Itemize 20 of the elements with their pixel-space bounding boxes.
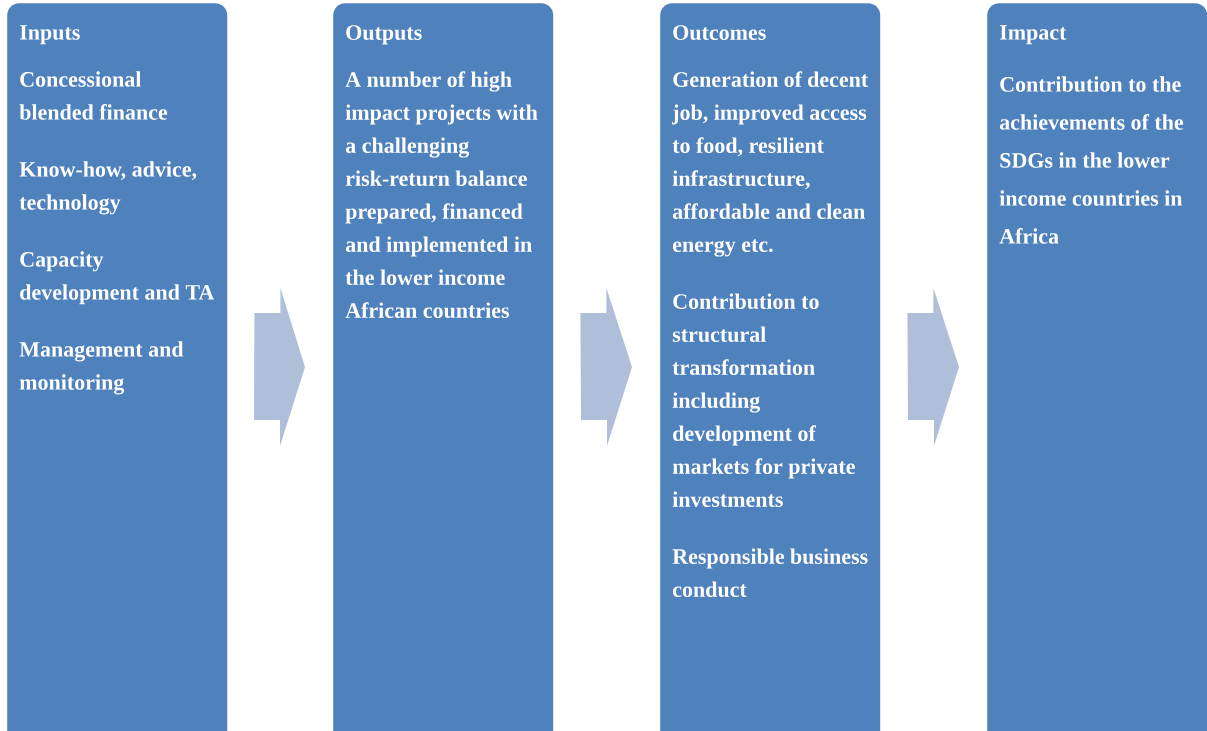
item-text: Concessional blended finance — [19, 71, 168, 120]
column-box — [7, 3, 228, 731]
column-box — [333, 3, 554, 731]
column-heading: Outcomes — [673, 25, 766, 41]
column-heading: Impact — [999, 25, 1067, 45]
arrow — [254, 288, 305, 446]
item-text: A number of high impact projects with a challenging risk-return balance prepared, financed and implemented in the lower income African countries — [345, 71, 538, 319]
column-heading: Outputs — [346, 25, 422, 45]
arrow — [580, 288, 632, 446]
item-text: Generation of decent job, improved access to food, resilient infrastructure, affordable and clean energy etc. — [672, 71, 869, 257]
column-box — [660, 3, 881, 731]
column-box — [987, 3, 1207, 731]
column-heading: Inputs — [19, 25, 80, 45]
item-text: Management and monitoring — [19, 341, 184, 395]
item-text: Know-how, advice, technology — [19, 161, 197, 215]
arrow — [907, 288, 959, 446]
item-text: Contribution to structural transformation including development of markets for private investments — [672, 293, 855, 507]
item-text: Contribution to the achievements of the SDGs in the lower income countries in Africa — [999, 76, 1184, 244]
item-text: Capacity development and TA — [20, 251, 215, 305]
item-text: Responsible business conduct — [672, 548, 868, 598]
